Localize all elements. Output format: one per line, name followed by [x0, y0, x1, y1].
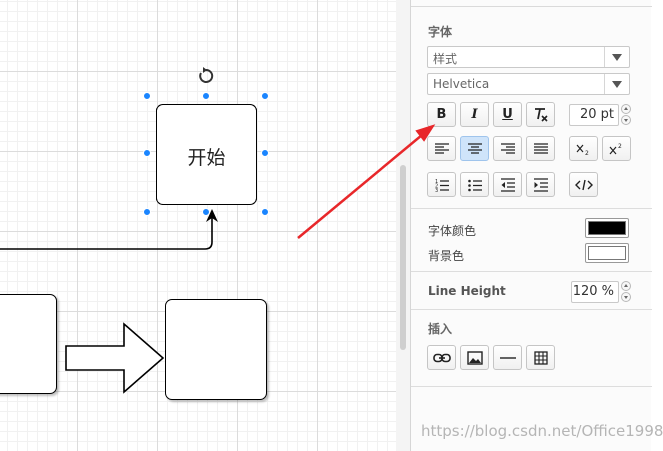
resize-handle-se[interactable] — [261, 208, 269, 216]
insert-section-title: 插入 — [428, 322, 453, 336]
background-color-label: 背景色 — [428, 249, 465, 263]
format-panel: 字体 样式 Helvetica B I U 20 pt — [410, 0, 652, 451]
background-color-swatch[interactable] — [585, 243, 629, 263]
right-process-shape[interactable] — [165, 299, 267, 400]
html-source-button[interactable] — [569, 172, 598, 197]
underline-label: U — [502, 107, 513, 122]
start-shape[interactable]: 开始 — [156, 104, 257, 205]
style-select-value: 样式 — [433, 52, 458, 66]
bullet-list-button[interactable] — [460, 172, 489, 197]
left-process-shape[interactable] — [0, 294, 57, 394]
connector-arrowhead — [206, 209, 218, 222]
svg-text:2: 2 — [435, 183, 438, 189]
bold-button[interactable]: B — [427, 102, 456, 127]
rotate-handle-icon[interactable] — [197, 67, 215, 85]
svg-text:2: 2 — [585, 150, 589, 157]
watermark-text: https://blog.csdn.net/Office1998 — [421, 422, 663, 440]
align-left-button[interactable] — [427, 136, 456, 161]
align-left-icon — [434, 142, 449, 154]
section-divider — [411, 208, 652, 209]
superscript-button[interactable]: 2 — [602, 136, 631, 161]
insert-table-button[interactable] — [526, 345, 555, 370]
image-icon — [466, 350, 483, 365]
diagram-canvas[interactable]: 开始 — [0, 0, 396, 451]
resize-handle-e[interactable] — [261, 149, 269, 157]
align-center-button[interactable] — [460, 136, 489, 161]
line-height-value: 120 % — [572, 284, 614, 299]
table-icon — [533, 350, 548, 365]
stepper-up-icon[interactable] — [621, 281, 631, 291]
bullet-list-icon — [467, 179, 482, 191]
line-height-label: Line Height — [428, 284, 506, 298]
canvas-scrollbar[interactable] — [396, 0, 410, 451]
font-color-swatch[interactable] — [585, 218, 629, 238]
resize-handle-sw[interactable] — [143, 208, 151, 216]
align-center-icon — [467, 142, 482, 154]
subscript-icon: 2 — [576, 144, 589, 157]
background-color-fill — [588, 246, 626, 260]
section-divider — [411, 271, 652, 272]
connector-to-start — [0, 214, 213, 250]
insert-horizontal-rule-button[interactable] — [493, 345, 522, 370]
align-right-icon — [500, 142, 515, 154]
resize-handle-n[interactable] — [202, 92, 210, 100]
italic-label: I — [471, 107, 478, 122]
start-shape-label: 开始 — [187, 147, 226, 169]
clear-formatting-icon — [534, 107, 548, 122]
link-icon — [432, 353, 451, 362]
svg-text:2: 2 — [618, 143, 622, 150]
resize-handle-s[interactable] — [202, 208, 210, 216]
indent-icon — [533, 177, 548, 192]
line-height-stepper[interactable] — [621, 281, 631, 303]
align-justify-button[interactable] — [526, 136, 555, 161]
stepper-down-icon[interactable] — [621, 292, 631, 302]
resize-handle-w[interactable] — [143, 149, 151, 157]
font-size-stepper[interactable] — [621, 104, 631, 126]
svg-text:3: 3 — [435, 188, 438, 194]
font-size-value: 20 pt — [579, 107, 614, 122]
insert-link-button[interactable] — [427, 345, 456, 370]
section-divider — [411, 309, 652, 310]
font-color-label: 字体颜色 — [428, 224, 477, 238]
code-icon — [574, 179, 593, 190]
connector-edges — [0, 209, 218, 250]
font-size-input[interactable]: 20 pt — [569, 104, 619, 126]
canvas-scrollbar-thumb[interactable] — [400, 165, 406, 350]
numbered-list-icon: 123 — [435, 179, 449, 194]
bold-label: B — [436, 107, 447, 122]
underline-button[interactable]: U — [493, 102, 522, 127]
superscript-icon: 2 — [609, 143, 622, 154]
chevron-down-icon — [604, 74, 629, 94]
block-arrow-shape[interactable] — [62, 318, 168, 398]
resize-handle-nw[interactable] — [143, 92, 151, 100]
insert-image-button[interactable] — [460, 345, 489, 370]
resize-handle-ne[interactable] — [261, 92, 269, 100]
font-color-fill — [588, 221, 626, 235]
align-justify-icon — [533, 142, 548, 154]
align-right-button[interactable] — [493, 136, 522, 161]
subscript-button[interactable]: 2 — [569, 136, 598, 161]
line-height-input[interactable]: 120 % — [571, 281, 619, 303]
font-family-select[interactable]: Helvetica — [427, 73, 630, 95]
stepper-up-icon[interactable] — [621, 104, 631, 114]
panel-top-divider — [411, 6, 652, 7]
chevron-down-icon — [604, 47, 629, 67]
font-family-value: Helvetica — [433, 77, 490, 91]
outdent-button[interactable] — [493, 172, 522, 197]
stepper-down-icon[interactable] — [621, 115, 631, 125]
italic-button[interactable]: I — [460, 102, 489, 127]
horizontal-rule-icon — [499, 356, 516, 359]
svg-text:1: 1 — [435, 179, 438, 185]
indent-button[interactable] — [526, 172, 555, 197]
section-divider — [411, 386, 652, 387]
outdent-icon — [500, 177, 515, 192]
style-select[interactable]: 样式 — [427, 46, 630, 68]
clear-formatting-button[interactable] — [526, 102, 555, 127]
font-section-title: 字体 — [428, 25, 453, 39]
